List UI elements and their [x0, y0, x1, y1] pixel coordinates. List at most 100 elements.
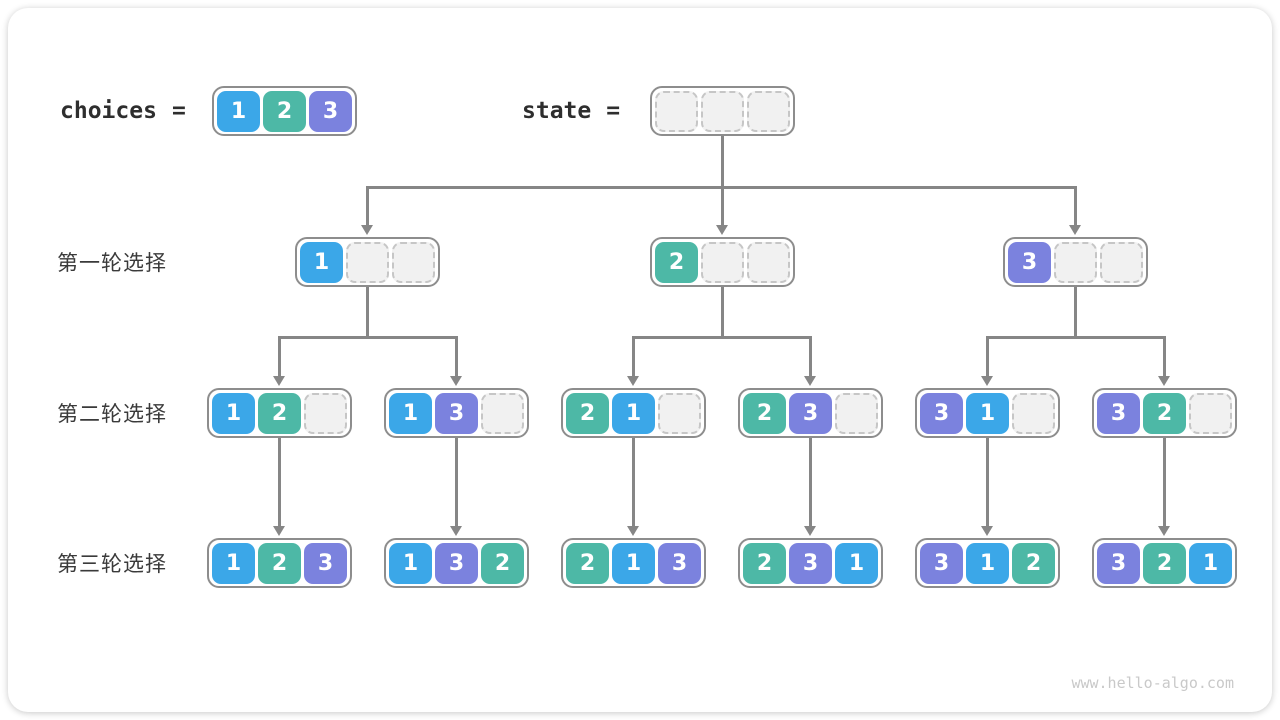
- cell-value: 3: [435, 542, 478, 584]
- arrow-down-icon: [273, 376, 285, 386]
- arrow-down-icon: [1158, 376, 1170, 386]
- cell-empty: [481, 392, 524, 434]
- connector-line: [721, 287, 724, 336]
- cell-value: 1: [835, 542, 878, 584]
- cell-empty: [392, 241, 435, 283]
- cell-value: 3: [435, 392, 478, 434]
- arrow-down-icon: [450, 376, 462, 386]
- cell-value: 2: [481, 542, 524, 584]
- connector-line: [809, 438, 812, 528]
- cell-empty: [304, 392, 347, 434]
- cell-value: 1: [217, 90, 260, 132]
- cell-value: 2: [1143, 542, 1186, 584]
- cell-value: 2: [258, 542, 301, 584]
- cell-value: 2: [566, 392, 609, 434]
- cell-empty: [747, 241, 790, 283]
- connector-line: [278, 336, 458, 339]
- arrow-down-icon: [716, 225, 728, 235]
- state-array: [650, 86, 795, 136]
- watermark: www.hello-algo.com: [1071, 674, 1234, 692]
- arrow-down-icon: [361, 225, 373, 235]
- cell-value: 2: [743, 392, 786, 434]
- connector-line: [1074, 186, 1077, 227]
- arrow-down-icon: [627, 376, 639, 386]
- arrow-down-icon: [450, 526, 462, 536]
- connector-line: [455, 438, 458, 528]
- cell-empty: [1012, 392, 1055, 434]
- cell-empty: [658, 392, 701, 434]
- cell-value: 2: [655, 241, 698, 283]
- state-label-group: state =: [522, 86, 620, 136]
- connector-line: [1074, 287, 1077, 336]
- cell-value: 3: [789, 542, 832, 584]
- arrow-down-icon: [981, 526, 993, 536]
- connector-line: [986, 336, 989, 378]
- connector-line: [278, 438, 281, 528]
- cell-value: 1: [966, 542, 1009, 584]
- cell-value: 1: [389, 392, 432, 434]
- choices-label-group: choices =: [60, 86, 186, 136]
- cell-empty: [1189, 392, 1232, 434]
- cell-value: 1: [212, 392, 255, 434]
- cell-value: 1: [212, 542, 255, 584]
- connector-line: [632, 438, 635, 528]
- cell-value: 3: [1097, 392, 1140, 434]
- cell-value: 2: [258, 392, 301, 434]
- connector-line: [1163, 336, 1166, 378]
- cell-value: 1: [612, 392, 655, 434]
- connector-line: [455, 336, 458, 378]
- tree-node-l1-3: 3: [1003, 237, 1148, 287]
- cell-value: 2: [743, 542, 786, 584]
- cell-value: 3: [920, 392, 963, 434]
- connector-line: [721, 186, 724, 227]
- arrow-down-icon: [273, 526, 285, 536]
- row-label-round-3: 第三轮选择: [57, 553, 167, 576]
- choices-label: choices: [60, 98, 157, 124]
- arrow-down-icon: [804, 376, 816, 386]
- equals-sign: =: [171, 98, 186, 124]
- cell-empty: [1100, 241, 1143, 283]
- cell-empty: [747, 90, 790, 132]
- cell-value: 3: [1097, 542, 1140, 584]
- cell-empty: [835, 392, 878, 434]
- cell-value: 3: [658, 542, 701, 584]
- connector-line: [278, 336, 281, 378]
- cell-value: 2: [1012, 542, 1055, 584]
- cell-value: 3: [920, 542, 963, 584]
- equals-sign: =: [606, 98, 621, 124]
- arrow-down-icon: [804, 526, 816, 536]
- cell-empty: [346, 241, 389, 283]
- cell-empty: [1054, 241, 1097, 283]
- connector-line: [366, 287, 369, 336]
- cell-value: 1: [612, 542, 655, 584]
- cell-value: 2: [1143, 392, 1186, 434]
- cell-value: 1: [1189, 542, 1232, 584]
- row-label-round-1: 第一轮选择: [57, 252, 167, 275]
- cell-value: 2: [566, 542, 609, 584]
- cell-empty: [701, 241, 744, 283]
- cell-value: 1: [389, 542, 432, 584]
- cell-value: 3: [789, 392, 832, 434]
- connector-line: [721, 136, 724, 186]
- arrow-down-icon: [1069, 225, 1081, 235]
- connector-line: [366, 186, 369, 227]
- cell-value: 3: [304, 542, 347, 584]
- connector-line: [632, 336, 812, 339]
- connector-line: [1163, 438, 1166, 528]
- cell-value: 3: [1008, 241, 1051, 283]
- connector-line: [632, 336, 635, 378]
